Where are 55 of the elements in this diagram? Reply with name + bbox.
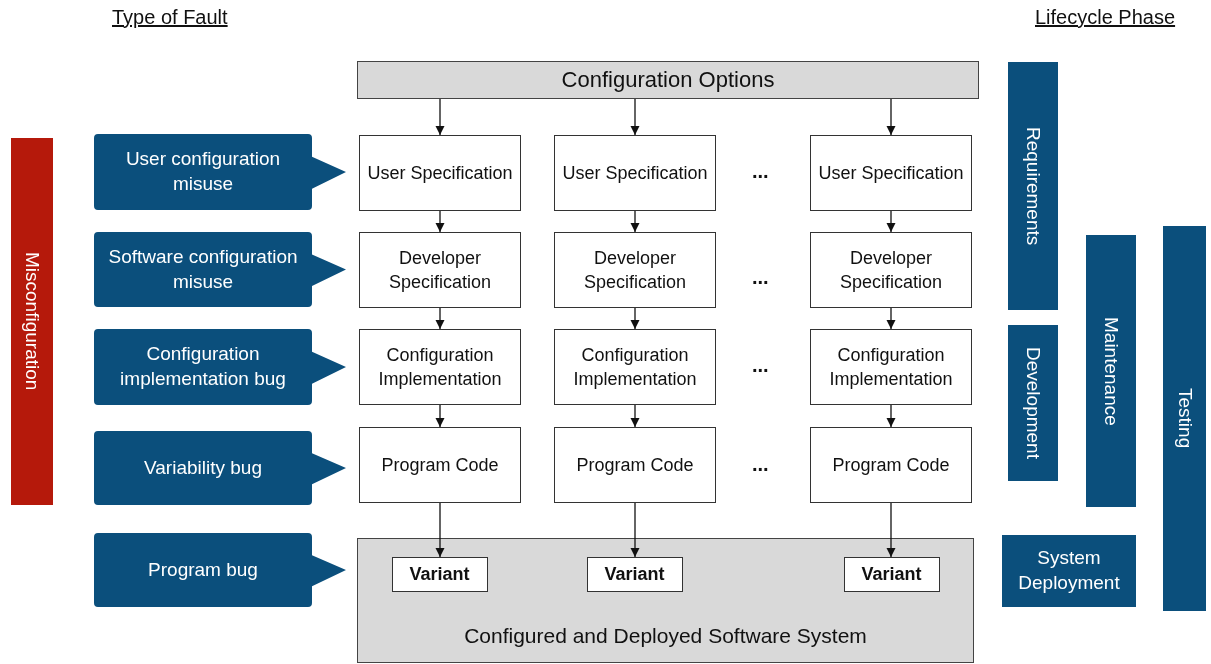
fault-callout — [94, 134, 348, 210]
arrow — [435, 210, 445, 233]
process-box: Developer Specification — [810, 232, 972, 308]
phase-bar: Misconfiguration — [11, 138, 53, 505]
process-box: User Specification — [554, 135, 716, 211]
arrow — [886, 307, 896, 330]
callout-text: User configuration misuse — [124, 147, 282, 196]
fault-callout — [94, 232, 348, 307]
column-heading: Lifecycle Phase — [1035, 6, 1176, 29]
ellipsis-text: ... — [752, 160, 769, 183]
arrow — [886, 502, 896, 558]
phase-box: System Deployment — [1002, 535, 1136, 607]
ellipsis-text: ... — [752, 453, 769, 476]
phase-bar: Requirements — [1008, 62, 1058, 310]
phase-bar: Testing — [1163, 226, 1206, 611]
system-box — [357, 538, 974, 663]
variant-box: Variant — [586, 556, 683, 592]
arrow — [435, 307, 445, 330]
callout-text: Variability bug — [143, 455, 263, 480]
process-box: Configuration Implementation — [554, 329, 716, 405]
arrow — [886, 98, 896, 136]
callout-text: Configuration implementation bug — [119, 342, 287, 391]
ellipsis-text: ... — [752, 266, 769, 289]
fault-callout — [94, 329, 348, 405]
process-box: Program Code — [810, 427, 972, 503]
arrow — [435, 502, 445, 558]
phase-bar: Maintenance — [1086, 235, 1136, 507]
arrow — [435, 98, 445, 136]
process-box: User Specification — [810, 135, 972, 211]
phase-bar: Development — [1008, 325, 1058, 481]
process-box: Developer Specification — [359, 232, 521, 308]
fault-callout — [94, 431, 348, 505]
callout-text: Software configuration misuse — [107, 244, 299, 294]
arrow — [630, 98, 640, 136]
callout-text: Program bug — [147, 557, 259, 582]
arrow — [630, 210, 640, 233]
process-box: User Specification — [359, 135, 521, 211]
arrow — [886, 404, 896, 428]
options-bar: Configuration Options — [357, 61, 979, 99]
ellipsis-text: ... — [752, 354, 769, 377]
arrow — [435, 404, 445, 428]
variant-box: Variant — [391, 556, 488, 592]
arrow — [630, 502, 640, 558]
arrow — [886, 210, 896, 233]
process-box: Configuration Implementation — [359, 329, 521, 405]
process-box: Program Code — [359, 427, 521, 503]
process-box: Developer Specification — [554, 232, 716, 308]
system-label: Configured and Deployed Software System — [464, 622, 867, 649]
column-heading: Type of Fault — [112, 6, 228, 29]
process-box: Program Code — [554, 427, 716, 503]
arrow — [630, 404, 640, 428]
variant-box: Variant — [843, 556, 940, 592]
process-box: Configuration Implementation — [810, 329, 972, 405]
fault-callout — [94, 533, 348, 607]
arrow — [630, 307, 640, 330]
